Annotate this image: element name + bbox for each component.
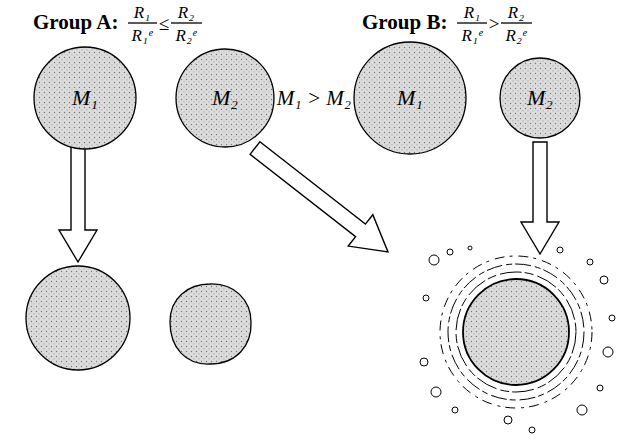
ratio-term: R₁ xyxy=(464,4,480,21)
block-arrow xyxy=(250,142,388,252)
ratio-term: R₁ᵉ xyxy=(462,27,483,44)
result-drop xyxy=(170,284,251,364)
ratio-term: R₂ᵉ xyxy=(506,27,527,44)
group-heading: Group B: xyxy=(362,12,447,33)
block-arrow xyxy=(521,142,559,254)
relation-sign: ≤ xyxy=(159,14,169,33)
fragment-ring xyxy=(448,264,584,400)
ratio-term: R₂ xyxy=(178,4,194,21)
group-heading: Group A: xyxy=(33,12,118,33)
fraction-bar xyxy=(171,22,202,23)
ratio-term: R₂ xyxy=(508,4,524,21)
mass-circle: M₁ xyxy=(353,41,467,155)
mass-label: M₂ xyxy=(212,85,238,111)
block-arrow xyxy=(59,142,97,262)
mass-label: M₁ xyxy=(397,85,423,111)
mass-circle: M₂ xyxy=(175,48,275,148)
ratio-term: R₁ xyxy=(134,4,150,21)
mass-label: M₂ xyxy=(527,85,553,111)
ratio-term: R₂ᵉ xyxy=(176,27,197,44)
relation-sign: > xyxy=(489,14,500,33)
ratio-term: R₁ᵉ xyxy=(132,27,153,44)
mass-circle: M₁ xyxy=(33,46,137,150)
mass-label: M₁ xyxy=(72,85,98,111)
fraction-bar xyxy=(457,22,487,23)
mass-comparison: M₁ > M₂ xyxy=(277,88,351,109)
mass-circle: M₂ xyxy=(499,57,581,139)
fragment-droplets xyxy=(420,246,615,433)
core-drop xyxy=(463,279,569,385)
result-drop xyxy=(26,266,130,370)
fraction-bar xyxy=(501,22,532,23)
fragment-ring xyxy=(440,256,592,408)
fraction-bar xyxy=(128,22,157,23)
fragment-ring xyxy=(456,272,576,392)
